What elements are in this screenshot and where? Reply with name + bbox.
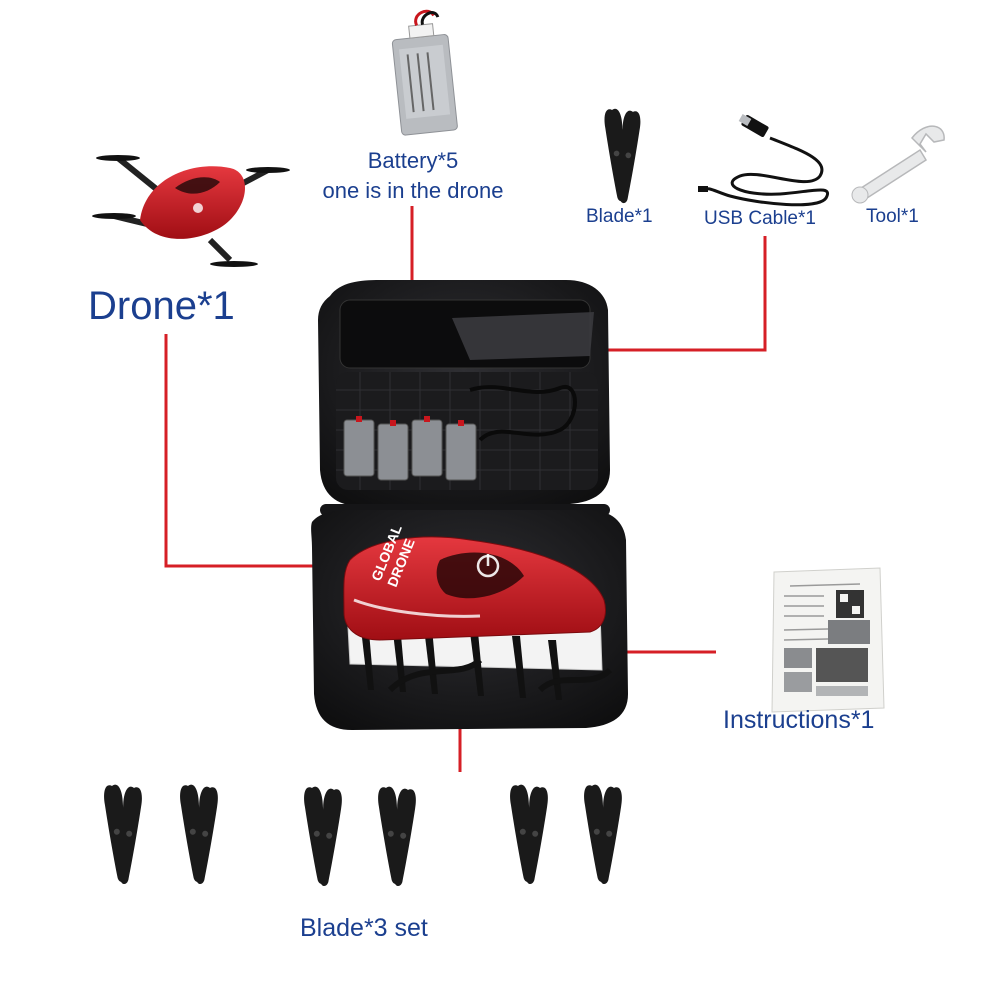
blade-icon [583,784,623,885]
usb-cable-leader-line [570,236,767,352]
battery-icon [391,9,458,136]
blade-icon [509,784,549,885]
blade-single-label: Blade*1 [586,206,653,227]
usb-cable-icon [698,114,829,207]
blade-icon [179,784,219,885]
blade-icon [603,108,641,204]
usb-cable-label: USB Cable*1 [704,208,816,229]
drone-icon [92,155,290,267]
tool-label: Tool*1 [866,206,919,227]
blade-sets [103,784,623,887]
blade-sets-label: Blade*3 set [300,914,428,942]
blade-icon [377,786,417,887]
battery-label-line2: one is in the drone [322,178,504,203]
blade-icon [303,786,343,887]
battery-label: Battery*5 one is in the drone [288,146,538,206]
carry-case-icon: GLOBAL DRONE [311,280,628,730]
manual-icon [771,567,885,713]
tool-icon [851,125,945,204]
drone-leader-line [164,334,378,568]
instructions-label: Instructions*1 [723,706,875,734]
drone-label: Drone*1 [88,284,235,328]
blade-icon [103,784,143,885]
battery-label-line1: Battery*5 [367,148,459,173]
